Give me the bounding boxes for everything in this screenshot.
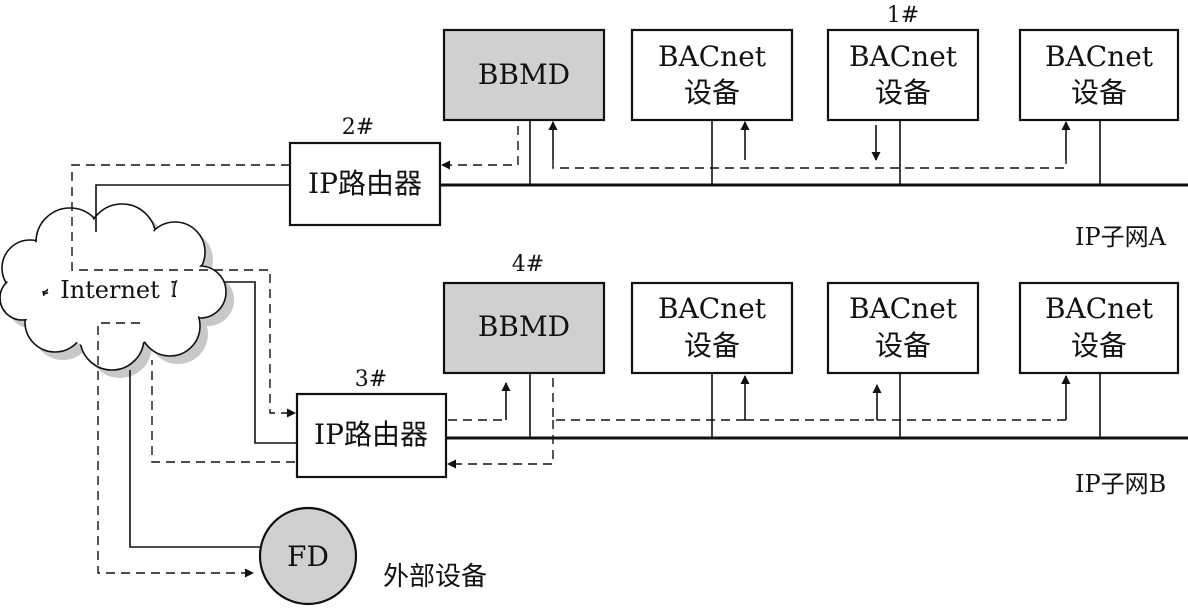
subnet-b: IP路由器 3# BBMD 4# BACnet 设备 BACnet 设备 BAC…: [295, 252, 1188, 498]
device-a3[interactable]: [1018, 28, 1180, 122]
link-router3-internet: [225, 281, 297, 444]
device-b2-line2: 设备: [875, 329, 931, 362]
device-b1-line2: 设备: [684, 329, 740, 362]
path-router3-internet: [151, 360, 295, 463]
fd-circle[interactable]: [258, 506, 358, 606]
device-a1-line2: 设备: [684, 76, 740, 109]
bbmd-a[interactable]: [442, 28, 606, 122]
router-2-label: IP路由器: [308, 167, 422, 200]
bbmd-a-label: BBMD: [478, 58, 570, 91]
device-a2[interactable]: [826, 28, 980, 122]
router-2-number: 2#: [342, 115, 374, 140]
bbmd-b-to-router: [447, 420, 554, 469]
device-b2-line1: BACnet: [849, 292, 958, 325]
device-a3-line2: 设备: [1071, 76, 1127, 109]
subnet-b-label: IP子网B: [1075, 470, 1166, 498]
router-3[interactable]: [295, 392, 448, 479]
device-a2-line2: 设备: [875, 76, 931, 109]
path-internet-to-fd: [97, 322, 254, 578]
fd-label: FD: [287, 540, 329, 573]
router-3-label: IP路由器: [314, 418, 428, 451]
device-a2-line1: BACnet: [849, 40, 958, 73]
bbmd-b-label: BBMD: [478, 310, 570, 343]
device-b3-line1: BACnet: [1045, 292, 1154, 325]
internet-links: [71, 164, 297, 578]
device-a3-line1: BACnet: [1045, 40, 1154, 73]
foreign-device[interactable]: FD 外部设备: [258, 506, 487, 606]
broadcast-path-b1: [552, 378, 745, 421]
device-b2[interactable]: [826, 281, 980, 375]
device-a1-line1: BACnet: [658, 40, 767, 73]
bbmd-b-number: 4#: [512, 252, 544, 277]
path-router2-to-router3: [71, 164, 296, 418]
device-b1-line1: BACnet: [658, 292, 767, 325]
internet-cloud: Internet: [0, 203, 234, 378]
device-b3[interactable]: [1018, 281, 1180, 375]
internet-label: Internet: [60, 276, 160, 304]
link-router2-internet: [95, 184, 290, 232]
device-a1[interactable]: [630, 28, 794, 122]
router-3-number: 3#: [355, 367, 387, 392]
device-b3-line2: 设备: [1071, 329, 1127, 362]
bbmd-a-to-router: [441, 126, 519, 170]
broadcast-path-a: [552, 160, 1067, 169]
subnet-a: IP路由器 2# BBMD BACnet 设备 BACnet 设备 1# BAC…: [288, 3, 1188, 251]
device-a2-number: 1#: [887, 3, 919, 28]
fd-caption: 外部设备: [383, 562, 487, 592]
subnet-a-label: IP子网A: [1075, 223, 1167, 251]
link-fd-internet: [129, 370, 262, 548]
bbmd-b[interactable]: [442, 281, 606, 375]
router-2[interactable]: [288, 141, 442, 227]
